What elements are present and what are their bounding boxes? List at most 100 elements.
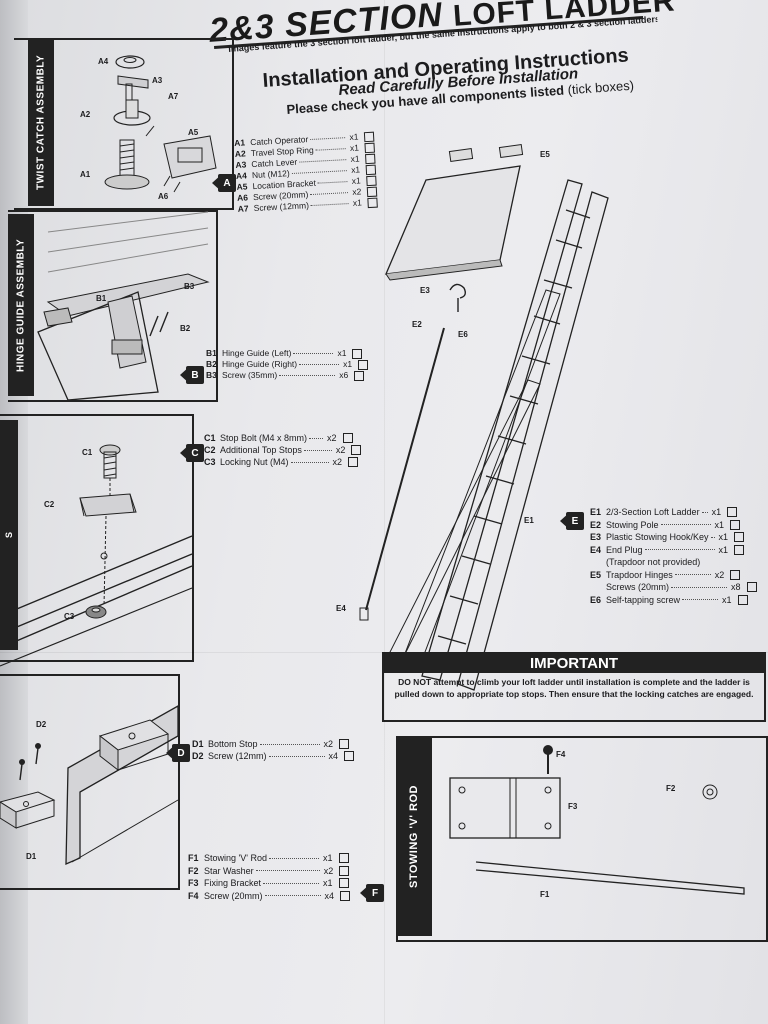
badge-f: F — [366, 884, 384, 902]
callout-f1: F1 — [540, 890, 550, 899]
tab-stowing-rod: STOWING 'V' ROD — [396, 738, 432, 936]
tick-box[interactable] — [338, 878, 349, 889]
arrow-d — [166, 744, 176, 762]
tick-box[interactable] — [339, 739, 350, 749]
tab-hinge-guide: HINGE GUIDE ASSEMBLY — [8, 214, 34, 396]
arrow-c — [180, 444, 190, 462]
callout-e2: E2 — [412, 320, 422, 329]
tick-box[interactable] — [730, 519, 741, 530]
tab-top-stops: S — [0, 420, 18, 650]
badge-d: D — [172, 744, 190, 762]
tick-box[interactable] — [734, 544, 745, 555]
panel-c — [0, 414, 194, 667]
badge-a: A — [218, 174, 236, 192]
callout-d1: D1 — [26, 852, 37, 861]
panel-f — [396, 736, 768, 942]
callout-e3: E3 — [420, 286, 430, 295]
callout-a7: A7 — [168, 92, 179, 101]
callout-f3: F3 — [568, 802, 578, 811]
callout-b2: B2 — [180, 324, 191, 333]
tick-box[interactable] — [746, 582, 757, 593]
twist-catch-diagram — [104, 55, 217, 193]
panel-a — [14, 38, 234, 210]
callout-f2: F2 — [666, 784, 676, 793]
bottom-stop-diagram — [0, 704, 179, 865]
arrow-f — [360, 884, 370, 902]
tab-twist-catch: TWIST CATCH ASSEMBLY — [28, 38, 54, 206]
callout-c3: C3 — [64, 612, 75, 621]
tick-box[interactable] — [727, 507, 738, 518]
tick-box[interactable] — [352, 348, 363, 359]
callout-b3: B3 — [184, 282, 195, 291]
callout-b1: B1 — [96, 294, 107, 303]
callout-a3: A3 — [152, 76, 163, 85]
callout-e1: E1 — [524, 516, 534, 525]
badge-b: B — [186, 366, 204, 384]
callout-a6: A6 — [158, 192, 169, 201]
tick-box[interactable] — [340, 890, 351, 901]
badge-e: E — [566, 512, 584, 530]
callout-d2: D2 — [36, 720, 47, 729]
tick-box[interactable] — [730, 569, 741, 580]
callout-a4: A4 — [98, 57, 109, 66]
panel-d — [0, 674, 180, 890]
tick-box[interactable] — [358, 359, 369, 370]
important-heading: IMPORTANT — [384, 654, 764, 673]
important-notice: IMPORTANT DO NOT attempt to climb your l… — [382, 652, 766, 722]
tick-box[interactable] — [348, 457, 359, 467]
arrow-a — [212, 174, 222, 192]
fold-line — [384, 0, 385, 1024]
callout-c2: C2 — [44, 500, 55, 509]
loft-ladder-diagram — [359, 143, 609, 691]
callout-a2: A2 — [80, 110, 91, 119]
callout-a5: A5 — [188, 128, 199, 137]
callout-c1: C1 — [82, 448, 93, 457]
top-stops-diagram — [0, 444, 193, 667]
important-text: DO NOT attempt to climb your loft ladder… — [394, 677, 754, 699]
tick-box[interactable] — [344, 751, 355, 761]
tick-box[interactable] — [351, 445, 362, 455]
part-row: (Trapdoor not provided) — [606, 557, 701, 567]
stowing-rod-diagram — [449, 745, 745, 895]
fold-line — [0, 652, 768, 653]
callout-e5: E5 — [540, 150, 550, 159]
arrow-b — [180, 366, 190, 384]
callout-e4: E4 — [336, 604, 346, 613]
badge-c: C — [186, 444, 204, 462]
part-row: Screws (20mm)x8 — [590, 581, 757, 594]
hinge-guide-diagram — [37, 211, 210, 401]
tick-box[interactable] — [342, 433, 353, 443]
panel-b — [8, 210, 218, 402]
tick-boxes-note: (tick boxes) — [567, 77, 635, 98]
callout-a1: A1 — [80, 170, 91, 179]
tick-box[interactable] — [338, 853, 349, 864]
callout-f4: F4 — [556, 750, 566, 759]
tick-box[interactable] — [354, 370, 365, 381]
tick-box[interactable] — [737, 594, 748, 605]
tick-box[interactable] — [339, 865, 350, 876]
tick-box[interactable] — [734, 532, 745, 543]
